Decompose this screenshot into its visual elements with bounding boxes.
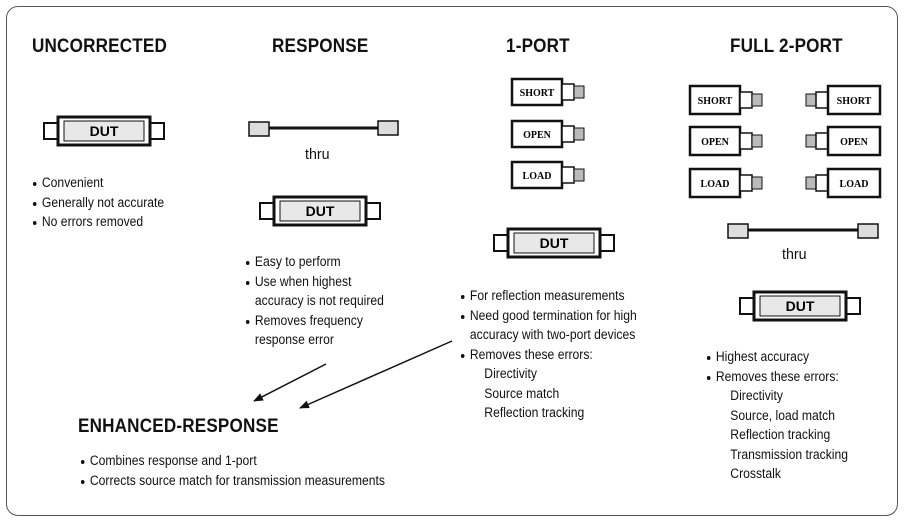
list-item: Easy to perform [245, 252, 384, 272]
list-item: Combines response and 1-port [80, 451, 385, 471]
standard-load-1port: LOAD [510, 160, 585, 190]
standard-label: OPEN [840, 137, 869, 148]
standard-open-1port: OPEN [510, 119, 585, 149]
list-item-continued: accuracy with two-port devices [469, 327, 636, 342]
heading-1-port: 1-PORT [506, 36, 570, 57]
list-item: Removes frequency [245, 311, 384, 331]
dut-label: DUT [90, 123, 119, 139]
standard-label: LOAD [840, 179, 869, 190]
standard-label: LOAD [701, 179, 730, 190]
standard-open-2port-right: OPEN [805, 125, 882, 157]
list-item: Removes these errors: [460, 345, 637, 365]
heading-enhanced-response: ENHANCED-RESPONSE [78, 416, 279, 437]
heading-full-2-port: FULL 2-PORT [730, 36, 843, 57]
arrow-1port-to-enhanced [299, 340, 453, 409]
dut-label: DUT [786, 298, 815, 314]
list-item: Removes these errors: [706, 367, 848, 387]
list-item: Convenient [32, 173, 164, 193]
standard-label: SHORT [837, 96, 872, 107]
error-item: Reflection tracking [484, 405, 585, 420]
standard-label: OPEN [701, 137, 730, 148]
list-item-continued: response error [254, 332, 334, 347]
list-item: Use when highest [245, 272, 384, 292]
enhanced-response-bullets: Combines response and 1-port Corrects so… [80, 451, 385, 490]
dut-uncorrected: DUT [43, 115, 165, 147]
standard-label: SHORT [698, 96, 733, 107]
heading-response: RESPONSE [272, 36, 369, 57]
list-item-continued: accuracy is not required [254, 293, 384, 308]
list-item: No errors removed [32, 212, 164, 232]
diagram-frame [6, 6, 898, 516]
list-item: Generally not accurate [32, 193, 164, 213]
standard-open-2port-left: OPEN [688, 125, 763, 157]
dut-full-2-port: DUT [739, 290, 861, 322]
error-item: Directivity [730, 388, 783, 403]
list-item: Need good termination for high [460, 306, 637, 326]
thru-cable-2port [727, 223, 879, 239]
error-item: Source, load match [730, 407, 835, 423]
dut-1-port: DUT [493, 227, 615, 259]
standard-label: LOAD [523, 171, 552, 182]
dut-label: DUT [540, 235, 569, 251]
error-item: Crosstalk [730, 466, 781, 481]
standard-short-2port-left: SHORT [688, 84, 763, 116]
one-port-bullets: For reflection measurements Need good te… [460, 286, 637, 423]
arrow-response-to-enhanced [253, 363, 327, 402]
error-item: Source match [484, 385, 560, 401]
list-item: Highest accuracy [706, 347, 848, 367]
standard-load-2port-right: LOAD [805, 167, 882, 199]
thru-label-response: thru [305, 146, 330, 163]
standard-label: SHORT [520, 88, 555, 99]
dut-label: DUT [306, 203, 335, 219]
full-two-port-bullets: Highest accuracy Removes these errors: D… [706, 347, 848, 484]
heading-uncorrected: UNCORRECTED [32, 36, 167, 57]
list-item: Corrects source match for transmission m… [80, 471, 385, 491]
standard-short-2port-right: SHORT [805, 84, 882, 116]
dut-response: DUT [259, 195, 381, 227]
error-item: Transmission tracking [730, 446, 849, 462]
standard-load-2port-left: LOAD [688, 167, 763, 199]
standard-short-1port: SHORT [510, 77, 585, 107]
standard-label: OPEN [523, 130, 552, 141]
error-item: Directivity [484, 366, 537, 381]
thru-label-2port: thru [782, 246, 807, 263]
error-item: Reflection tracking [730, 427, 831, 442]
uncorrected-bullets: Convenient Generally not accurate No err… [32, 173, 164, 232]
thru-cable-response [248, 120, 399, 137]
response-bullets: Easy to perform Use when highest accurac… [245, 252, 384, 350]
list-item: For reflection measurements [460, 286, 637, 306]
